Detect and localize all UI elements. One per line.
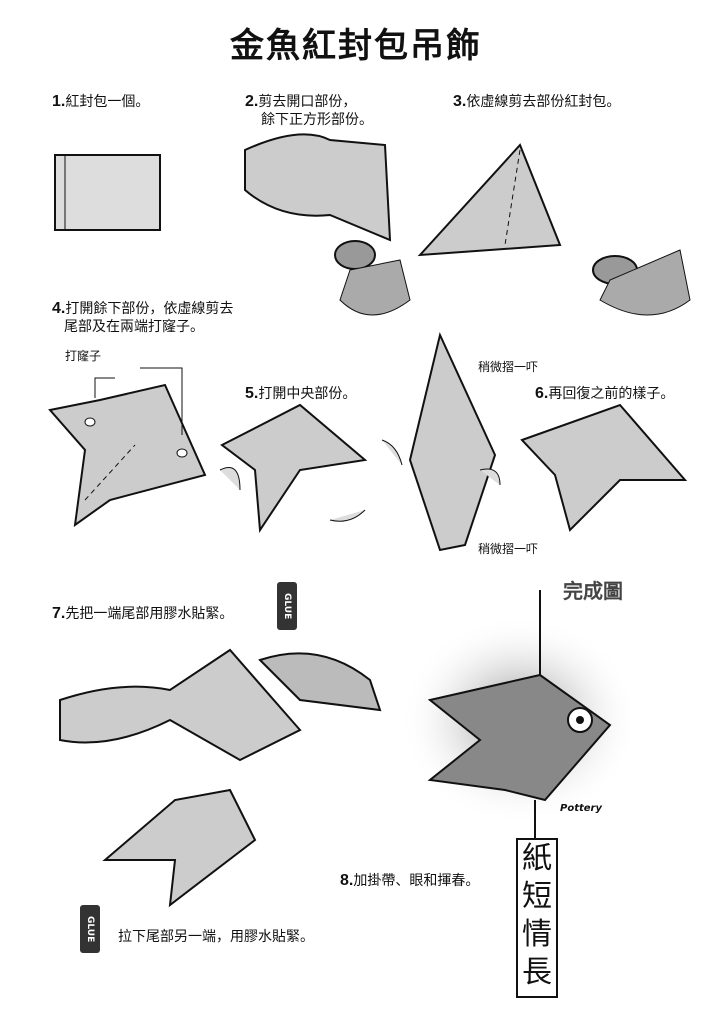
step5-fish-drawing xyxy=(219,403,368,533)
step6-fish-drawing xyxy=(520,403,688,532)
step-text: 剪去開口部份， xyxy=(258,94,357,110)
step-number: 2. xyxy=(245,93,259,110)
step-number: 7. xyxy=(52,605,66,622)
hanging-tag: 紙 短 情 長 xyxy=(516,838,558,998)
folded-fish-drawing xyxy=(381,331,501,552)
step-8: 8.加掛帶、眼和揮春。 xyxy=(340,872,479,890)
glue-stick-icon: GLUE xyxy=(80,905,100,953)
step-text: 依虛線剪去部份紅封包。 xyxy=(466,94,621,110)
triangle-cut-drawing xyxy=(417,143,691,316)
step-text: 打開中央部份。 xyxy=(258,386,357,402)
hand-cutting-drawing xyxy=(244,133,411,316)
envelope-drawing xyxy=(54,154,161,231)
step-text-line-2: 尾部及在兩端打窿子。 xyxy=(64,319,204,335)
step-7: 7.先把一端尾部用膠水貼緊。 xyxy=(52,605,233,623)
step-number: 6. xyxy=(535,385,549,402)
step-number: 8. xyxy=(340,872,354,889)
step-number: 4. xyxy=(52,300,66,317)
glue-stick-icon: GLUE xyxy=(277,582,297,630)
step-6: 6.再回復之前的樣子。 xyxy=(535,385,674,403)
fold-bottom-label: 稍微摺一吓 xyxy=(478,542,539,556)
tail-glued-drawing xyxy=(102,788,257,908)
step-3: 3.依虛線剪去部份紅封包。 xyxy=(453,93,620,111)
step-2: 2.剪去開口部份， 餘下正方形部份。 xyxy=(245,93,373,129)
step-1: 1.紅封包一個。 xyxy=(52,93,149,111)
step-text-line-2: 餘下正方形部份。 xyxy=(261,112,373,128)
step4-fish-drawing xyxy=(48,367,207,528)
step-number: 1. xyxy=(52,93,66,110)
step-text: 先把一端尾部用膠水貼緊。 xyxy=(65,606,234,622)
step-number: 3. xyxy=(453,93,467,110)
signature: Pottery xyxy=(560,803,602,814)
tag-char: 紙 xyxy=(522,841,552,876)
step-text: 加掛帶、眼和揮春。 xyxy=(353,873,480,889)
step-4: 4.打開餘下部份，依虛線剪去尾部及在兩端打窿子。 xyxy=(52,300,233,336)
step-5: 5.打開中央部份。 xyxy=(245,385,356,403)
tag-char: 情 xyxy=(522,917,552,952)
step-number: 5. xyxy=(245,385,259,402)
step-text: 打開餘下部份，依虛線剪去 xyxy=(65,301,234,317)
punch-label: 打窿子 xyxy=(65,349,102,363)
step-text: 再回復之前的樣子。 xyxy=(548,386,675,402)
glue-other-end-label: 拉下尾部另一端，用膠水貼緊。 xyxy=(118,929,314,945)
tag-char: 短 xyxy=(522,879,552,914)
step-text: 紅封包一個。 xyxy=(65,94,150,110)
fold-top-label: 稍微摺一吓 xyxy=(478,360,539,374)
page-title: 金魚紅封包吊飾 xyxy=(230,26,482,66)
hands-gluing-drawing xyxy=(59,648,382,762)
finished-fish-drawing xyxy=(400,590,640,838)
tag-char: 長 xyxy=(522,955,552,990)
finished-label: 完成圖 xyxy=(563,579,623,603)
